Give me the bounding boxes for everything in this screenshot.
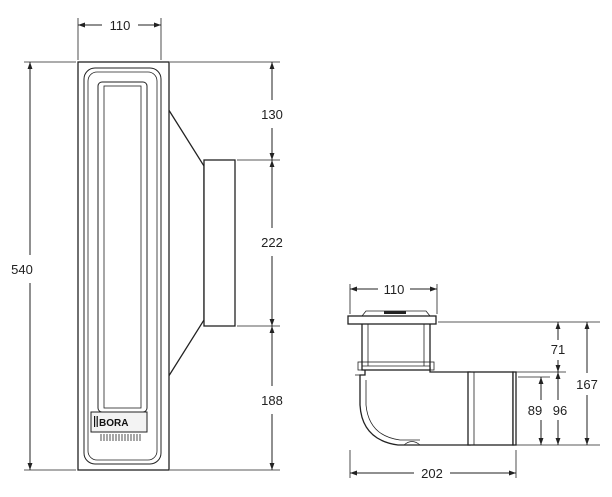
brand-logo-icon bbox=[94, 416, 98, 427]
side-top-cap bbox=[347, 315, 437, 325]
side-upper-box bbox=[361, 321, 431, 371]
dim-side-total-height: 167 bbox=[576, 322, 598, 445]
svg-text:96: 96 bbox=[553, 403, 567, 418]
svg-text:540: 540 bbox=[11, 262, 33, 277]
front-inner-panel bbox=[83, 67, 162, 465]
front-inner-panel-outline bbox=[87, 71, 158, 461]
dim-side-base-length: 202 bbox=[349, 450, 517, 481]
svg-text:110: 110 bbox=[110, 18, 131, 33]
svg-text:110: 110 bbox=[384, 282, 405, 297]
dim-side-outlet-outer: 96 bbox=[553, 372, 567, 445]
brand-label: BORA bbox=[99, 418, 128, 429]
dim-front-width: 110 bbox=[77, 18, 162, 60]
front-frame bbox=[77, 61, 170, 471]
dim-bottom-segment: 188 bbox=[261, 393, 283, 408]
side-notch bbox=[403, 441, 421, 446]
dim-side-top-width: 110 bbox=[349, 282, 438, 314]
dim-front-height: 540 bbox=[11, 61, 76, 471]
side-cap-vent-icon bbox=[384, 311, 406, 314]
side-elbow bbox=[359, 367, 471, 446]
side-outlet-tube bbox=[467, 371, 514, 446]
svg-text:71: 71 bbox=[551, 342, 565, 357]
dim-middle-segment: 222 bbox=[261, 235, 283, 250]
front-duct-outlet bbox=[203, 159, 236, 327]
svg-text:89: 89 bbox=[528, 403, 542, 418]
dim-side-outlet-inner: 89 bbox=[528, 377, 544, 445]
side-view: 110 202 71 89 96 bbox=[347, 282, 600, 481]
dim-top-segment: 130 bbox=[261, 107, 283, 122]
front-grille bbox=[100, 434, 141, 441]
dim-front-segments: 130 222 188 bbox=[170, 61, 283, 471]
brand-plate bbox=[90, 411, 148, 433]
front-view: BORA 110 bbox=[11, 18, 283, 471]
dim-side-upper-height: 71 bbox=[551, 322, 565, 372]
svg-text:167: 167 bbox=[576, 377, 598, 392]
svg-text:202: 202 bbox=[421, 466, 443, 481]
side-box-lower-band bbox=[357, 361, 435, 371]
front-slot-inner bbox=[103, 85, 142, 409]
side-outlet-flange bbox=[512, 371, 517, 446]
